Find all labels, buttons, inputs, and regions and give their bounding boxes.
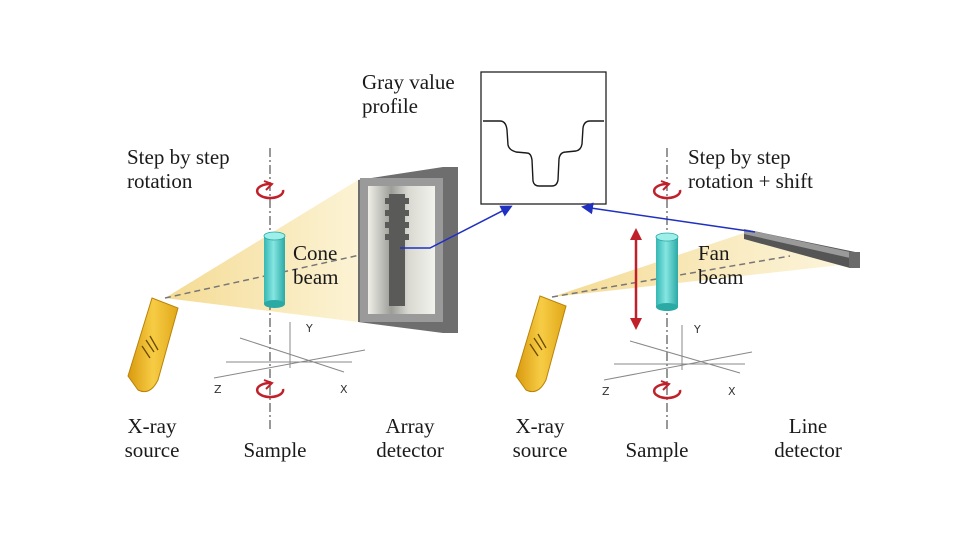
line-detector-line2: detector <box>774 438 842 462</box>
left-rotation-line1: Step by step <box>127 145 230 169</box>
array-detector <box>358 167 458 333</box>
central-ray-left <box>164 254 361 299</box>
xray-source-left <box>127 297 179 393</box>
fan-beam-label: Fan beam <box>698 241 743 289</box>
axis-label-y-right: Y <box>693 323 701 336</box>
right-source-line2: source <box>512 438 568 462</box>
rotation-arrow-bottom-left <box>255 379 285 399</box>
right-sample-label: Sample <box>625 438 689 462</box>
connector-right <box>581 202 756 233</box>
left-sample-label: Sample <box>243 438 307 462</box>
axis-label-z-left: Z <box>214 383 222 396</box>
rotation-arrow-top-right <box>652 180 682 200</box>
profile-title-line1: Gray value <box>362 70 455 94</box>
line-detector-label: Line detector <box>760 414 856 462</box>
left-source-label: X-ray source <box>112 414 192 462</box>
right-rotation-label: Step by step rotation + shift <box>688 145 813 193</box>
detector-sample-shadow <box>385 194 409 306</box>
profile-title-line2: profile <box>362 94 418 118</box>
connector-left <box>400 205 513 249</box>
cone-beam-line1: Cone <box>293 241 338 265</box>
array-detector-line1: Array <box>385 414 435 438</box>
fan-beam-line1: Fan <box>698 241 730 265</box>
fan-beam-line2: beam <box>698 265 744 289</box>
cone-beam-line2: beam <box>293 265 339 289</box>
line-detector-line1: Line <box>788 414 828 438</box>
gray-value-curve <box>483 120 604 187</box>
shift-arrow <box>630 228 642 330</box>
axes-triad-left <box>213 322 366 379</box>
fan-beam <box>552 233 850 297</box>
axis-label-z-right: Z <box>602 385 610 398</box>
profile-title: Gray value profile <box>362 70 455 118</box>
line-detector <box>744 229 860 268</box>
axes-triad-right <box>603 325 753 381</box>
rotation-arrow-bottom-right <box>652 380 682 400</box>
axis-label-x-left: X <box>340 383 348 396</box>
axis-label-y-left: Y <box>305 322 313 335</box>
rotation-arrow-top-left <box>255 180 285 200</box>
gray-value-profile-box <box>480 71 607 205</box>
cone-beam <box>165 180 358 322</box>
left-rotation-label: Step by step rotation <box>127 145 230 193</box>
axis-label-x-right: X <box>728 385 736 398</box>
array-detector-line2: detector <box>376 438 444 462</box>
left-source-line1: X-ray <box>127 414 177 438</box>
cone-beam-label: Cone beam <box>293 241 338 289</box>
right-rotation-line1: Step by step <box>688 145 791 169</box>
right-source-label: X-ray source <box>500 414 580 462</box>
array-detector-label: Array detector <box>362 414 458 462</box>
left-rotation-line2: rotation <box>127 169 193 193</box>
sample-cylinder-right <box>655 232 679 311</box>
sample-cylinder-left <box>263 231 286 308</box>
right-rotation-line2: rotation + shift <box>688 169 813 193</box>
right-source-line1: X-ray <box>515 414 565 438</box>
xray-source-right <box>515 295 567 393</box>
left-source-line2: source <box>124 438 180 462</box>
